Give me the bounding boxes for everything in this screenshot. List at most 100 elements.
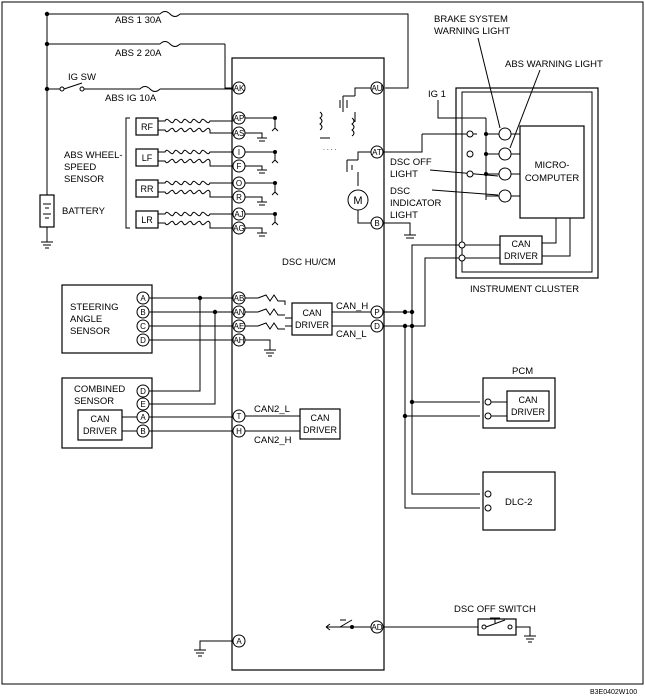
pin-p: P [374,308,379,317]
pin-ad: AD [371,623,382,632]
wheel-sensor-label-3: SENSOR [64,174,104,185]
hu-can2-driver-label-1: CAN [310,413,329,423]
pin-as: AS [234,129,245,138]
pcm-can-driver-label-1: CAN [518,395,537,405]
steering-pin-b: B [140,308,145,317]
pin-d-right: D [374,322,380,331]
hu-internal-motor: M [346,151,416,239]
can2-l-label: CAN2_L [254,404,290,415]
brake-warning-label-1: BRAKE SYSTEM [434,14,508,25]
hu-can-driver-label-2: DRIVER [295,320,330,330]
sensor-rf-box [135,117,159,136]
sensor-lf-box [135,148,159,167]
motor-icon: M [353,195,362,207]
pin-ak: AK [234,84,245,93]
steering-pin-a: A [140,294,146,303]
instrument-cluster-inner [461,91,593,273]
brake-warning-label-2: WARNING LIGHT [434,26,510,37]
pin-o: O [236,179,242,188]
combined-label-2: SENSOR [74,396,114,407]
combined-pin-e: E [140,400,145,409]
dsc-indicator-label-3: LIGHT [390,210,418,221]
cluster-can-driver-box [499,235,543,265]
relay-dots: . . . . [323,145,337,152]
dsc-off-light-label-2: LIGHT [390,169,418,180]
combined-pin-b: B [140,427,145,436]
diagram-border [1,1,644,685]
combined-can-driver-box [77,409,123,441]
can-l-label: CAN_L [336,329,367,340]
pcm-title: PCM [512,366,533,377]
dsc-indicator-label-2: INDICATOR [390,198,442,209]
steering-label-1: STEERING [70,302,119,313]
hu-can-driver-box [291,302,333,336]
steering-pins: A B C D [136,291,150,347]
power-supply [39,11,409,249]
steering-label-2: ANGLE [70,314,102,325]
instrument-cluster-title: INSTRUMENT CLUSTER [470,284,579,295]
pin-ap: AP [234,114,245,123]
hu-right-pins: AU AT B P D AD [370,81,384,634]
ig-sw-label: IG SW [68,72,96,83]
pin-aj: AJ [234,210,243,219]
dsc-off-light-label-1: DSC OFF [390,157,432,168]
combined-can-wires [149,416,233,432]
dlc2-box [482,471,556,531]
pin-f: F [237,162,242,171]
battery-label: BATTERY [62,206,106,217]
dsc-off-lamp-icon [498,167,512,181]
cluster-internals: MICRO- COMPUTER CAN DRIVER [383,37,585,265]
steering-pin-c: C [140,322,146,331]
pcm-can-driver-box [506,390,550,422]
pin-i: I [238,148,240,157]
dsc-indicator-label-1: DSC [390,186,410,197]
abs-warning-label: ABS WARNING LIGHT [505,59,603,70]
ig1-label: IG 1 [428,89,446,100]
sensor-rf-label: RF [141,122,153,132]
micro-computer-label-1: MICRO- [535,160,570,171]
pcm-can-driver-label-2: DRIVER [511,407,546,417]
dsc-hu-cm-box [231,57,385,671]
combined-label-1: COMBINED [74,384,125,395]
fuse-abs2-label: ABS 2 20A [115,48,162,59]
pin-ab: AB [234,294,245,303]
sensor-rr-label: RR [141,184,154,194]
pin-h: H [236,427,242,436]
wheel-sensor-label-1: ABS WHEEL- [64,150,123,161]
dsc-off-switch [325,617,536,643]
fuse-abs1-label: ABS 1 30A [115,15,162,26]
pin-r: R [236,193,242,202]
hu-can-wires [332,311,371,327]
sensor-lr-box [135,210,159,229]
micro-computer-box [519,125,585,219]
pin-au: AU [371,84,382,93]
hu-steering-internals [245,294,293,357]
sensor-lf-label: LF [142,153,153,163]
wheel-sensor-label-2: SPEED [64,162,96,173]
dlc2-title: DLC-2 [505,497,532,508]
cluster-can-driver-label-1: CAN [511,239,530,249]
can-bus-wiring [383,244,480,509]
combined-can-driver-label-1: CAN [90,414,109,424]
fuse-abs-ig-label: ABS IG 10A [105,93,157,104]
cluster-can-driver-label-2: DRIVER [504,251,539,261]
combined-pins: D E A B [136,384,150,438]
hu-can-driver-label-1: CAN [302,308,321,318]
steering-wires [149,297,233,341]
pin-t: T [237,412,242,421]
can-h-label: CAN_H [336,301,368,312]
hu-can2-driver-box [299,408,341,440]
pin-ah: AH [233,336,244,345]
can2-h-label: CAN2_H [254,435,292,446]
combined-pin-d: D [140,387,146,396]
wheel-speed-sensors: RF LF RR LR [125,117,233,229]
steering-pin-d: D [140,336,146,345]
steering-label-3: SENSOR [70,326,110,337]
micro-computer-label-2: COMPUTER [525,173,580,184]
hu-sensor-internals [245,116,279,237]
pin-ae: AE [234,322,245,331]
pin-an: AN [233,308,244,317]
hu-internal-relay: . . . . [319,87,371,152]
